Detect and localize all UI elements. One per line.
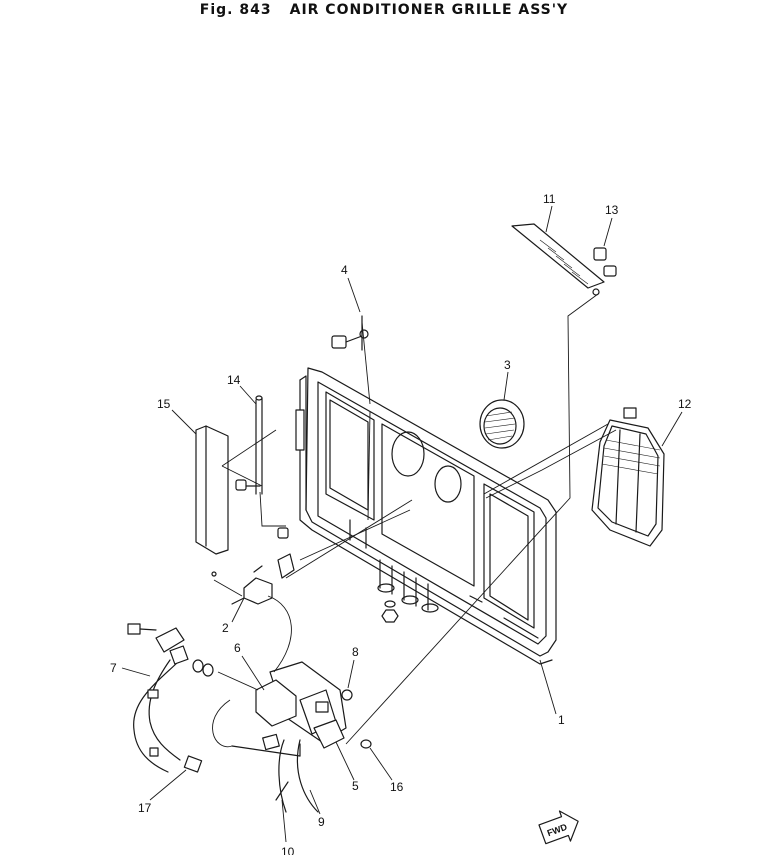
part-7-harness xyxy=(127,623,214,773)
callout-4: 4 xyxy=(341,263,348,277)
part-2-bracket xyxy=(231,565,273,605)
callout-3: 3 xyxy=(504,358,511,372)
callout-9: 9 xyxy=(318,815,325,829)
callout-17: 17 xyxy=(138,801,152,815)
part-12-side-grille xyxy=(591,407,665,547)
part-9-cable xyxy=(278,739,319,813)
part-14-rod xyxy=(255,395,263,495)
callout-group: 1 2 3 4 5 6 7 8 9 10 11 12 13 14 15 16 1… xyxy=(110,192,692,855)
figure-title: Fig. 843 AIR CONDITIONER GRILLE ASS'Y xyxy=(0,0,768,20)
callout-13: 13 xyxy=(605,203,619,217)
callout-6: 6 xyxy=(234,641,241,655)
part-13-screws xyxy=(593,247,617,277)
callout-16: 16 xyxy=(390,780,404,794)
callout-11: 11 xyxy=(543,192,556,206)
callout-8: 8 xyxy=(352,645,359,659)
part-1-housing xyxy=(295,367,557,665)
figure-caption: AIR CONDITIONER GRILLE ASS'Y xyxy=(289,2,569,18)
callout-10: 10 xyxy=(281,845,295,855)
part-8-knob xyxy=(341,689,353,701)
part-17-connector xyxy=(149,747,203,773)
part-16-knob xyxy=(360,739,372,749)
part-6-control-unit xyxy=(231,661,347,757)
callout-12: 12 xyxy=(678,397,692,411)
part-3-round-vent xyxy=(479,399,525,449)
callout-7: 7 xyxy=(110,661,117,675)
assembly-lines xyxy=(212,293,617,748)
callout-15: 15 xyxy=(157,397,171,411)
part-10-rod xyxy=(275,781,289,801)
part-15-side-panel xyxy=(195,425,229,577)
part-11-plate xyxy=(511,223,605,296)
figure-number: Fig. 843 xyxy=(199,2,272,18)
part-4-screw xyxy=(331,315,369,351)
fwd-arrow-icon: FWD xyxy=(538,810,579,845)
part-5-lever xyxy=(313,719,345,749)
callout-1: 1 xyxy=(558,713,565,727)
callout-14: 14 xyxy=(227,373,241,387)
misc-hardware xyxy=(235,479,399,623)
callout-5: 5 xyxy=(352,779,359,793)
callout-2: 2 xyxy=(222,621,229,635)
